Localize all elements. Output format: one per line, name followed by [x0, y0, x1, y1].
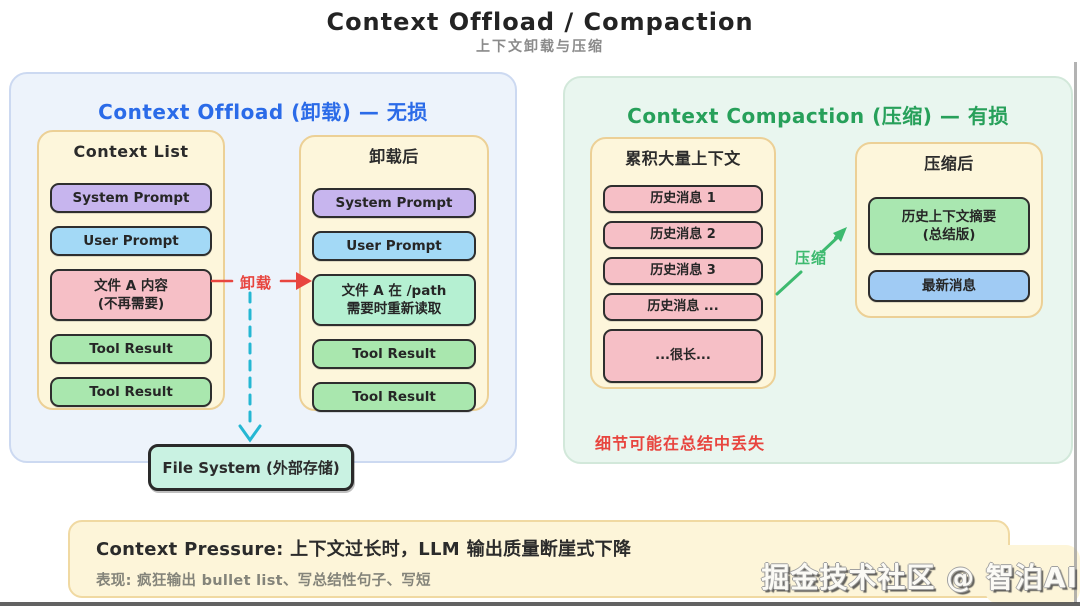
- history-message-box: 历史消息 1: [603, 185, 763, 213]
- file-a-path-box: 文件 A 在 /path 需要时重新读取: [312, 274, 476, 326]
- system-prompt-box: System Prompt: [50, 183, 212, 213]
- tool-result-box: Tool Result: [312, 382, 476, 412]
- after-offload-card: 卸载后 System Prompt User Prompt 文件 A 在 /pa…: [299, 135, 489, 412]
- context-pressure-detail: 表现: 疯狂输出 bullet list、写总结性句子、写短: [96, 573, 431, 589]
- very-long-box: ...很长...: [603, 329, 763, 383]
- compaction-panel-heading: Context Compaction (压缩) — 有损: [627, 104, 1009, 128]
- after-compaction-title: 压缩后: [924, 154, 974, 173]
- latest-message-box: 最新消息: [868, 270, 1030, 302]
- context-list-card: Context List System Prompt User Prompt 文…: [37, 130, 225, 410]
- after-offload-title: 卸载后: [369, 147, 419, 166]
- system-prompt-box: System Prompt: [312, 188, 476, 218]
- watermark-text: 掘金技术社区 @ 智泊AI: [761, 561, 1078, 594]
- history-context-card: 累积大量上下文 历史消息 1 历史消息 2 历史消息 3 历史消息 ... ..…: [590, 137, 776, 389]
- compaction-arrow-label: 压缩: [794, 249, 827, 267]
- history-message-box: 历史消息 3: [603, 257, 763, 285]
- history-message-box: 历史消息 2: [603, 221, 763, 249]
- history-message-box: 历史消息 ...: [603, 293, 763, 321]
- right-edge-line: [1074, 62, 1077, 603]
- file-a-content-box: 文件 A 内容 (不再需要): [50, 269, 212, 321]
- tool-result-box: Tool Result: [50, 334, 212, 364]
- offload-panel-heading: Context Offload (卸载) — 无损: [98, 100, 428, 124]
- bottom-edge-line: [0, 602, 1080, 606]
- watermark-badge: [985, 545, 1080, 604]
- offload-panel: Context Offload (卸载) — 无损 Context List S…: [9, 72, 517, 463]
- offload-arrow-label: 卸载: [239, 274, 272, 292]
- tool-result-box: Tool Result: [312, 339, 476, 369]
- summary-box: 历史上下文摘要 (总结版): [868, 197, 1030, 255]
- file-system-box: File System (外部存储): [148, 444, 354, 491]
- lossy-warning-text: 细节可能在总结中丢失: [595, 434, 766, 453]
- compaction-panel: Context Compaction (压缩) — 有损 累积大量上下文 历史消…: [563, 76, 1073, 464]
- page-title: Context Offload / Compaction: [326, 8, 754, 36]
- page-subtitle: 上下文卸载与压缩: [476, 39, 604, 55]
- user-prompt-box: User Prompt: [312, 231, 476, 261]
- context-pressure-title: Context Pressure: 上下文过长时，LLM 输出质量断崖式下降: [96, 539, 632, 560]
- history-context-title: 累积大量上下文: [625, 149, 741, 168]
- context-list-title: Context List: [73, 142, 189, 161]
- tool-result-box: Tool Result: [50, 377, 212, 407]
- context-pressure-bar: Context Pressure: 上下文过长时，LLM 输出质量断崖式下降 表…: [68, 520, 1010, 598]
- user-prompt-box: User Prompt: [50, 226, 212, 256]
- after-compaction-card: 压缩后 历史上下文摘要 (总结版) 最新消息: [855, 142, 1043, 318]
